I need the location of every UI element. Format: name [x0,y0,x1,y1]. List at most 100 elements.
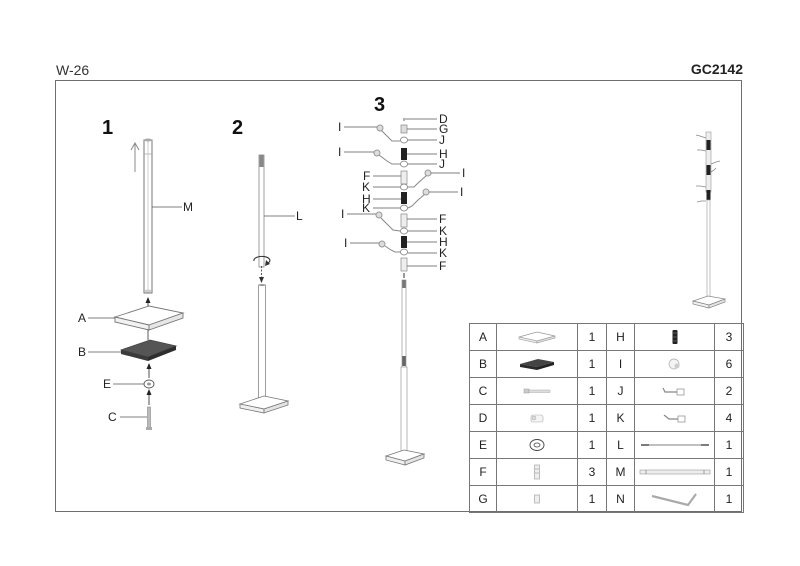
base-plate-icon [497,329,577,345]
hook-ball-icon [635,357,714,371]
parts-row: F 3 M 1 [469,458,744,486]
parts-row: E 1 L 1 [469,431,744,459]
label-m: M [183,200,193,214]
label-i-1: I [338,120,341,134]
part-code-right: K [606,404,635,432]
up-arrow-icon [130,141,140,172]
bolt-icon [497,387,577,395]
small-sleeve-icon [497,494,577,504]
part-code-left: E [469,431,497,459]
part-qty-right: 1 [714,458,744,486]
part-image-right [634,323,715,351]
pole-stack [384,118,426,466]
dark-base-pad-icon [497,357,577,371]
part-code-right: J [606,377,635,405]
part-qty-left: 1 [577,350,607,378]
label-k-2: K [362,201,370,215]
parts-row: A 1 H 3 [469,323,744,351]
label-a: A [78,311,86,325]
part-qty-left: 1 [577,404,607,432]
parts-row: G 1 N 1 [469,485,744,513]
part-code-left: G [469,485,497,513]
left-leaders [344,126,401,244]
step-1: 1 M A [78,117,193,430]
part-qty-left: 1 [577,431,607,459]
washer-e [143,379,155,389]
part-code-left: A [469,323,497,351]
part-image-right [634,350,715,378]
label-g: G [439,122,448,136]
lower-pole-icon [635,468,714,476]
top-cap-icon [497,412,577,424]
product-code: GC2142 [690,61,743,77]
lower-pole-assembled [258,284,266,406]
parts-row: D 1 K 4 [469,404,744,432]
part-qty-left: 1 [577,323,607,351]
step-2: 2 L [232,117,303,414]
label-k-1: K [362,180,370,194]
label-i-6: I [460,185,463,199]
label-j-1: J [439,133,445,147]
label-i-3: I [341,207,344,221]
parts-row: B 1 I 6 [469,350,744,378]
black-spacer-icon [635,329,714,345]
part-code-right: M [606,458,635,486]
allen-key-icon [635,490,714,508]
part-qty-left: 3 [577,458,607,486]
label-b: B [78,345,86,359]
part-image-left [496,485,578,513]
part-code-right: H [606,323,635,351]
part-image-left [496,458,578,486]
label-i-4: I [344,236,347,250]
part-qty-left: 1 [577,377,607,405]
rotate-icon [253,255,271,266]
label-h-1: H [362,192,371,206]
label-k-3: K [439,224,447,238]
model-code: W-26 [56,62,90,78]
part-code-left: B [469,350,497,378]
part-qty-right: 1 [714,431,744,459]
label-f-3: F [439,259,446,273]
part-qty-right: 1 [714,485,744,513]
label-i-5: I [462,166,465,180]
step-3: 3 [338,94,465,466]
washer-icon [497,438,577,452]
part-code-right: L [606,431,635,459]
part-image-right [634,458,715,486]
upper-pole-icon [635,442,714,448]
hook-arms [373,124,432,253]
right-leaders [405,118,460,267]
part-qty-right: 4 [714,404,744,432]
label-f-1: F [363,169,370,183]
base-assembled [238,395,290,414]
label-h-3: H [439,235,448,249]
instruction-frame [55,80,742,512]
part-qty-right: 6 [714,350,744,378]
part-image-right [634,485,715,513]
label-f-2: F [439,212,446,226]
label-k-4: K [439,246,447,260]
part-code-left: C [469,377,497,405]
part-qty-right: 2 [714,377,744,405]
label-c: C [108,410,117,424]
step-3-number: 3 [374,94,385,116]
part-image-left [496,350,578,378]
part-code-right: N [606,485,635,513]
part-image-right [634,404,715,432]
connector-sleeve-icon [497,464,577,480]
label-l: L [296,209,303,223]
base-plate-a [113,305,185,331]
part-image-left [496,431,578,459]
part-qty-left: 1 [577,485,607,513]
finished-coat-stand [691,131,727,309]
part-code-left: F [469,458,497,486]
upper-pole-l [258,154,265,268]
part-image-left [496,323,578,351]
bolt-c [146,406,152,430]
part-code-right: I [606,350,635,378]
parts-row: C 1 J 2 [469,377,744,405]
parts-table: A 1 H 3 B 1 I 6 C 1 J 2 D 1 K 4 E 1 L 1 … [469,323,744,513]
label-h-2: H [439,147,448,161]
label-j-2: J [439,157,445,171]
step-2-number: 2 [232,117,243,139]
